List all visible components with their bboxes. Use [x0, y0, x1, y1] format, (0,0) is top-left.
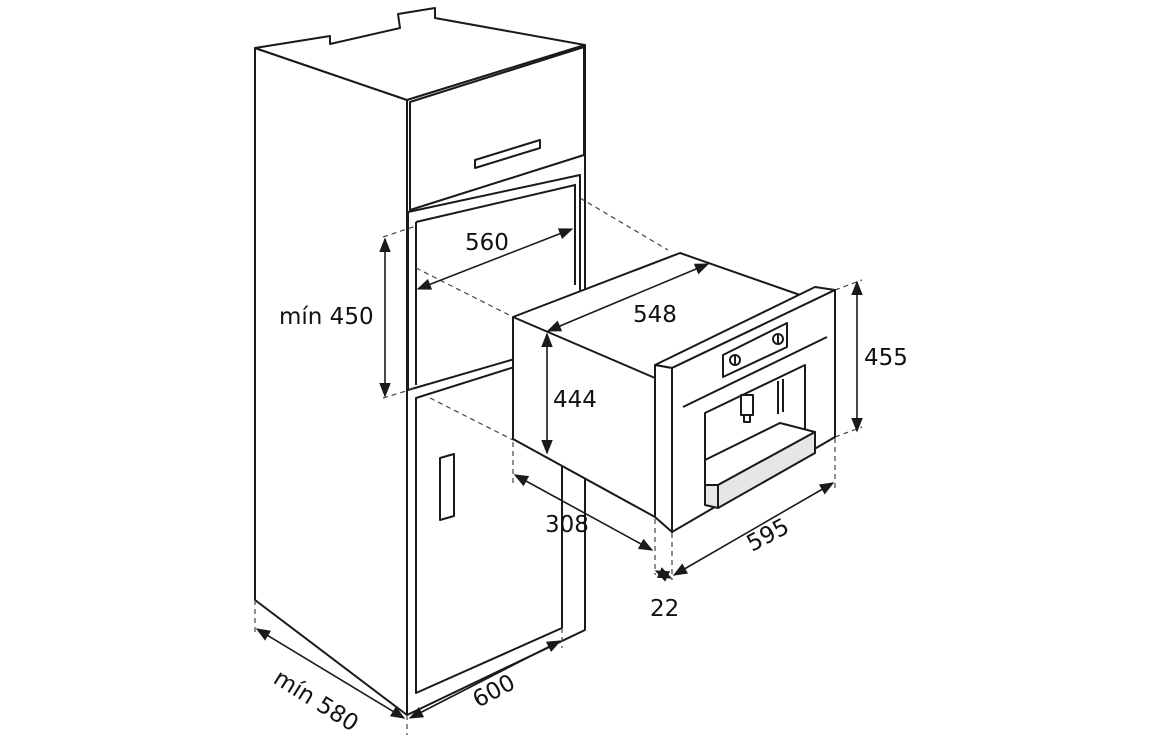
label-body-depth: 308: [545, 512, 589, 538]
label-niche-height: mín 450: [279, 304, 374, 330]
niche-inner-edge: [415, 183, 576, 285]
label-body-height: 444: [553, 387, 597, 413]
label-front-thickness: 22: [650, 596, 679, 622]
extension-line: [382, 225, 417, 238]
label-niche-width: 560: [465, 230, 509, 256]
projection-line: [429, 397, 514, 441]
niche-width-arrow: [416, 228, 574, 290]
label-front-height: 455: [864, 345, 908, 371]
label-front-width: 595: [743, 514, 794, 558]
front-thickness-arrow: [654, 567, 673, 582]
body-depth-arrow: [513, 474, 654, 551]
top-drawer-panel: [409, 46, 585, 211]
drawer-handle: [474, 139, 541, 169]
extension-line: [382, 387, 417, 399]
cabinet-depth-arrow: [255, 628, 406, 719]
front-frame-side: [654, 364, 673, 533]
appliance-body-edge: [512, 316, 656, 379]
coffee-spout: [740, 394, 754, 416]
label-cabinet-depth: mín 580: [269, 665, 363, 737]
front-panel-line: [682, 336, 828, 408]
projection-line: [579, 197, 669, 251]
cabinet-width-arrow: [408, 640, 562, 719]
extension-line: [834, 279, 863, 291]
coffee-spout-tip: [743, 414, 751, 423]
door-handle: [439, 453, 455, 521]
appliance-depth-arrow: [546, 263, 710, 332]
dimension-arrows: [255, 228, 863, 719]
extension-line: [834, 426, 863, 438]
front-width-arrow: [672, 482, 835, 576]
label-appliance-depth: 548: [633, 302, 677, 328]
